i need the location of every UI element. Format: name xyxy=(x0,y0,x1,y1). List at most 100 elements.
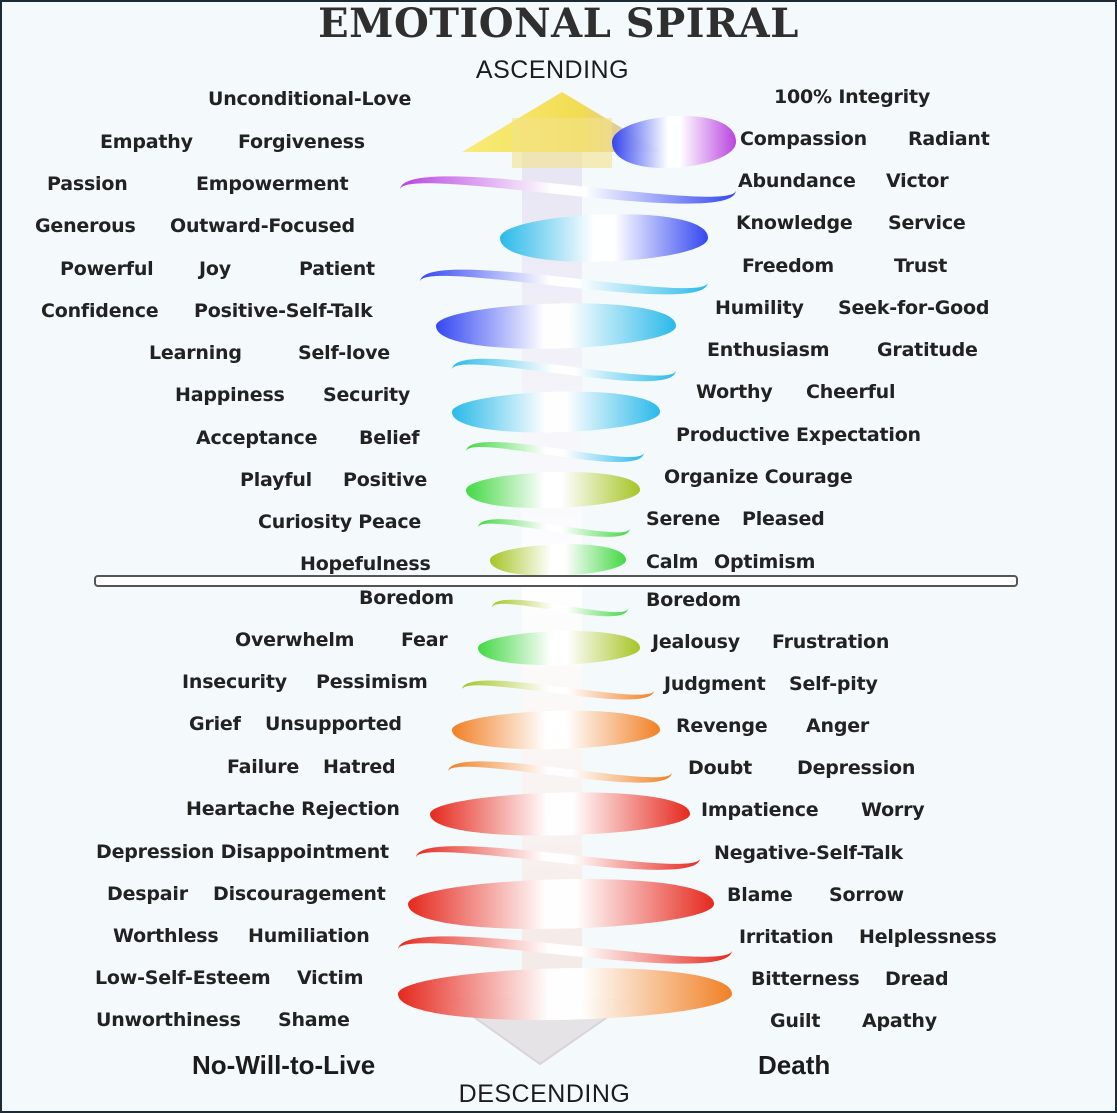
spiral-coil xyxy=(408,879,714,929)
spiral-coil xyxy=(612,115,736,169)
emotion-label: Enthusiasm xyxy=(707,339,830,361)
emotion-label: Happiness xyxy=(175,384,285,406)
emotion-label: Positive xyxy=(343,469,428,491)
emotion-label: Worthy xyxy=(696,381,773,403)
emotion-label: Revenge xyxy=(676,715,768,737)
emotion-label: Generous xyxy=(35,215,136,237)
emotion-label: Productive Expectation xyxy=(676,424,921,446)
spiral-coil xyxy=(500,214,708,262)
emotion-label: Optimism xyxy=(714,551,816,573)
emotion-label: Self-love xyxy=(298,342,390,364)
spiral-coil xyxy=(398,967,732,1021)
emotion-label: Discouragement xyxy=(213,883,386,905)
emotion-label: Frustration xyxy=(772,631,890,653)
spiral-coil xyxy=(452,710,660,750)
emotion-label: Dread xyxy=(885,968,949,990)
emotion-label: Impatience xyxy=(701,799,819,821)
emotion-label: Hatred xyxy=(323,756,396,778)
emotion-label: Worthless xyxy=(113,925,219,947)
emotion-label: Boredom xyxy=(646,589,741,611)
emotion-label: Playful xyxy=(240,469,312,491)
spiral-coil xyxy=(420,269,708,295)
emotion-label: Cheerful xyxy=(806,381,896,403)
emotion-label: Low-Self-Esteem xyxy=(95,967,271,989)
emotion-label: Blame xyxy=(727,884,793,906)
bottom-left-label: No-Will-to-Live xyxy=(192,1050,376,1080)
emotion-label: Insecurity xyxy=(182,671,287,693)
emotion-label: Organize Courage xyxy=(664,466,853,488)
ascending-arrow-glow xyxy=(512,118,612,168)
emotion-label: Victim xyxy=(297,967,364,989)
spiral-coil xyxy=(436,303,676,349)
emotion-label: Knowledge xyxy=(736,212,853,234)
spiral-coil xyxy=(466,471,640,509)
emotion-label: Security xyxy=(323,384,411,406)
emotion-label: Irritation xyxy=(739,926,834,948)
emotion-label: Bitterness xyxy=(751,968,860,990)
spiral-coil xyxy=(462,680,654,700)
spiral-coil xyxy=(430,792,690,836)
emotion-label: Sorrow xyxy=(829,884,904,906)
emotion-label: Curiosity Peace xyxy=(258,511,422,533)
emotion-label: Fear xyxy=(401,629,448,651)
spiral-coil xyxy=(452,358,676,382)
emotion-label: Depression Disappointment xyxy=(96,841,389,863)
emotion-label: Unconditional-Love xyxy=(208,88,412,110)
emotion-label: Acceptance xyxy=(196,427,318,449)
spiral-coil xyxy=(466,441,644,463)
emotion-label: Shame xyxy=(278,1009,350,1031)
emotion-label: Despair xyxy=(107,883,188,905)
spiral-coils xyxy=(398,115,736,1021)
emotion-label: Unworthiness xyxy=(96,1009,241,1031)
emotion-label: Failure xyxy=(227,756,300,778)
emotion-label: Seek-for-Good xyxy=(838,297,990,319)
emotion-label: Passion xyxy=(47,173,128,195)
emotion-label: Freedom xyxy=(742,255,834,277)
emotion-label: Heartache Rejection xyxy=(186,798,400,820)
page-title: EMOTIONAL SPIRAL xyxy=(318,0,799,47)
emotion-label: Overwhelm xyxy=(235,629,355,651)
emotion-label: Positive-Self-Talk xyxy=(194,300,373,322)
spiral-coil xyxy=(398,936,732,964)
emotion-label: Empathy xyxy=(100,131,193,153)
emotion-label: Boredom xyxy=(359,587,454,609)
emotion-label: Guilt xyxy=(770,1010,821,1032)
emotion-label: Calm xyxy=(646,551,699,573)
emotion-label: Judgment xyxy=(664,673,766,695)
spiral-coil xyxy=(452,391,660,433)
emotion-label: Abundance xyxy=(738,170,856,192)
spiral-coil xyxy=(400,176,736,204)
spiral-coil xyxy=(478,519,630,537)
emotion-label: Jealousy xyxy=(652,631,740,653)
emotion-label: Worry xyxy=(861,799,925,821)
spiral-coil xyxy=(492,599,628,617)
emotion-label: Service xyxy=(888,212,966,234)
spiral-coil xyxy=(448,761,672,783)
divider-bar xyxy=(94,575,1018,587)
emotion-label: Joy xyxy=(199,258,231,280)
emotion-label: Learning xyxy=(149,342,242,364)
emotion-label: Trust xyxy=(894,255,948,277)
bottom-right-label: Death xyxy=(758,1050,831,1080)
emotion-label: Outward-Focused xyxy=(170,215,355,237)
descending-label: DESCENDING xyxy=(458,1080,631,1108)
emotion-label: Humiliation xyxy=(248,925,370,947)
emotion-label: Pessimism xyxy=(316,671,428,693)
spiral-coil xyxy=(478,630,640,666)
emotion-label: 100% Integrity xyxy=(774,86,931,108)
ascending-label: ASCENDING xyxy=(475,56,630,84)
emotion-label: Patient xyxy=(299,258,375,280)
emotion-label: Empowerment xyxy=(196,173,349,195)
emotion-label: Serene xyxy=(646,508,721,530)
emotion-label: Helplessness xyxy=(859,926,997,948)
emotion-label: Hopefulness xyxy=(300,553,431,575)
emotion-label: Victor xyxy=(886,170,949,192)
emotion-label: Self-pity xyxy=(789,673,878,695)
emotion-label: Pleased xyxy=(742,508,825,530)
emotion-label: Negative-Self-Talk xyxy=(714,842,903,864)
emotion-label: Gratitude xyxy=(877,339,978,361)
emotion-label: Forgiveness xyxy=(238,131,365,153)
emotion-label: Confidence xyxy=(41,300,159,322)
